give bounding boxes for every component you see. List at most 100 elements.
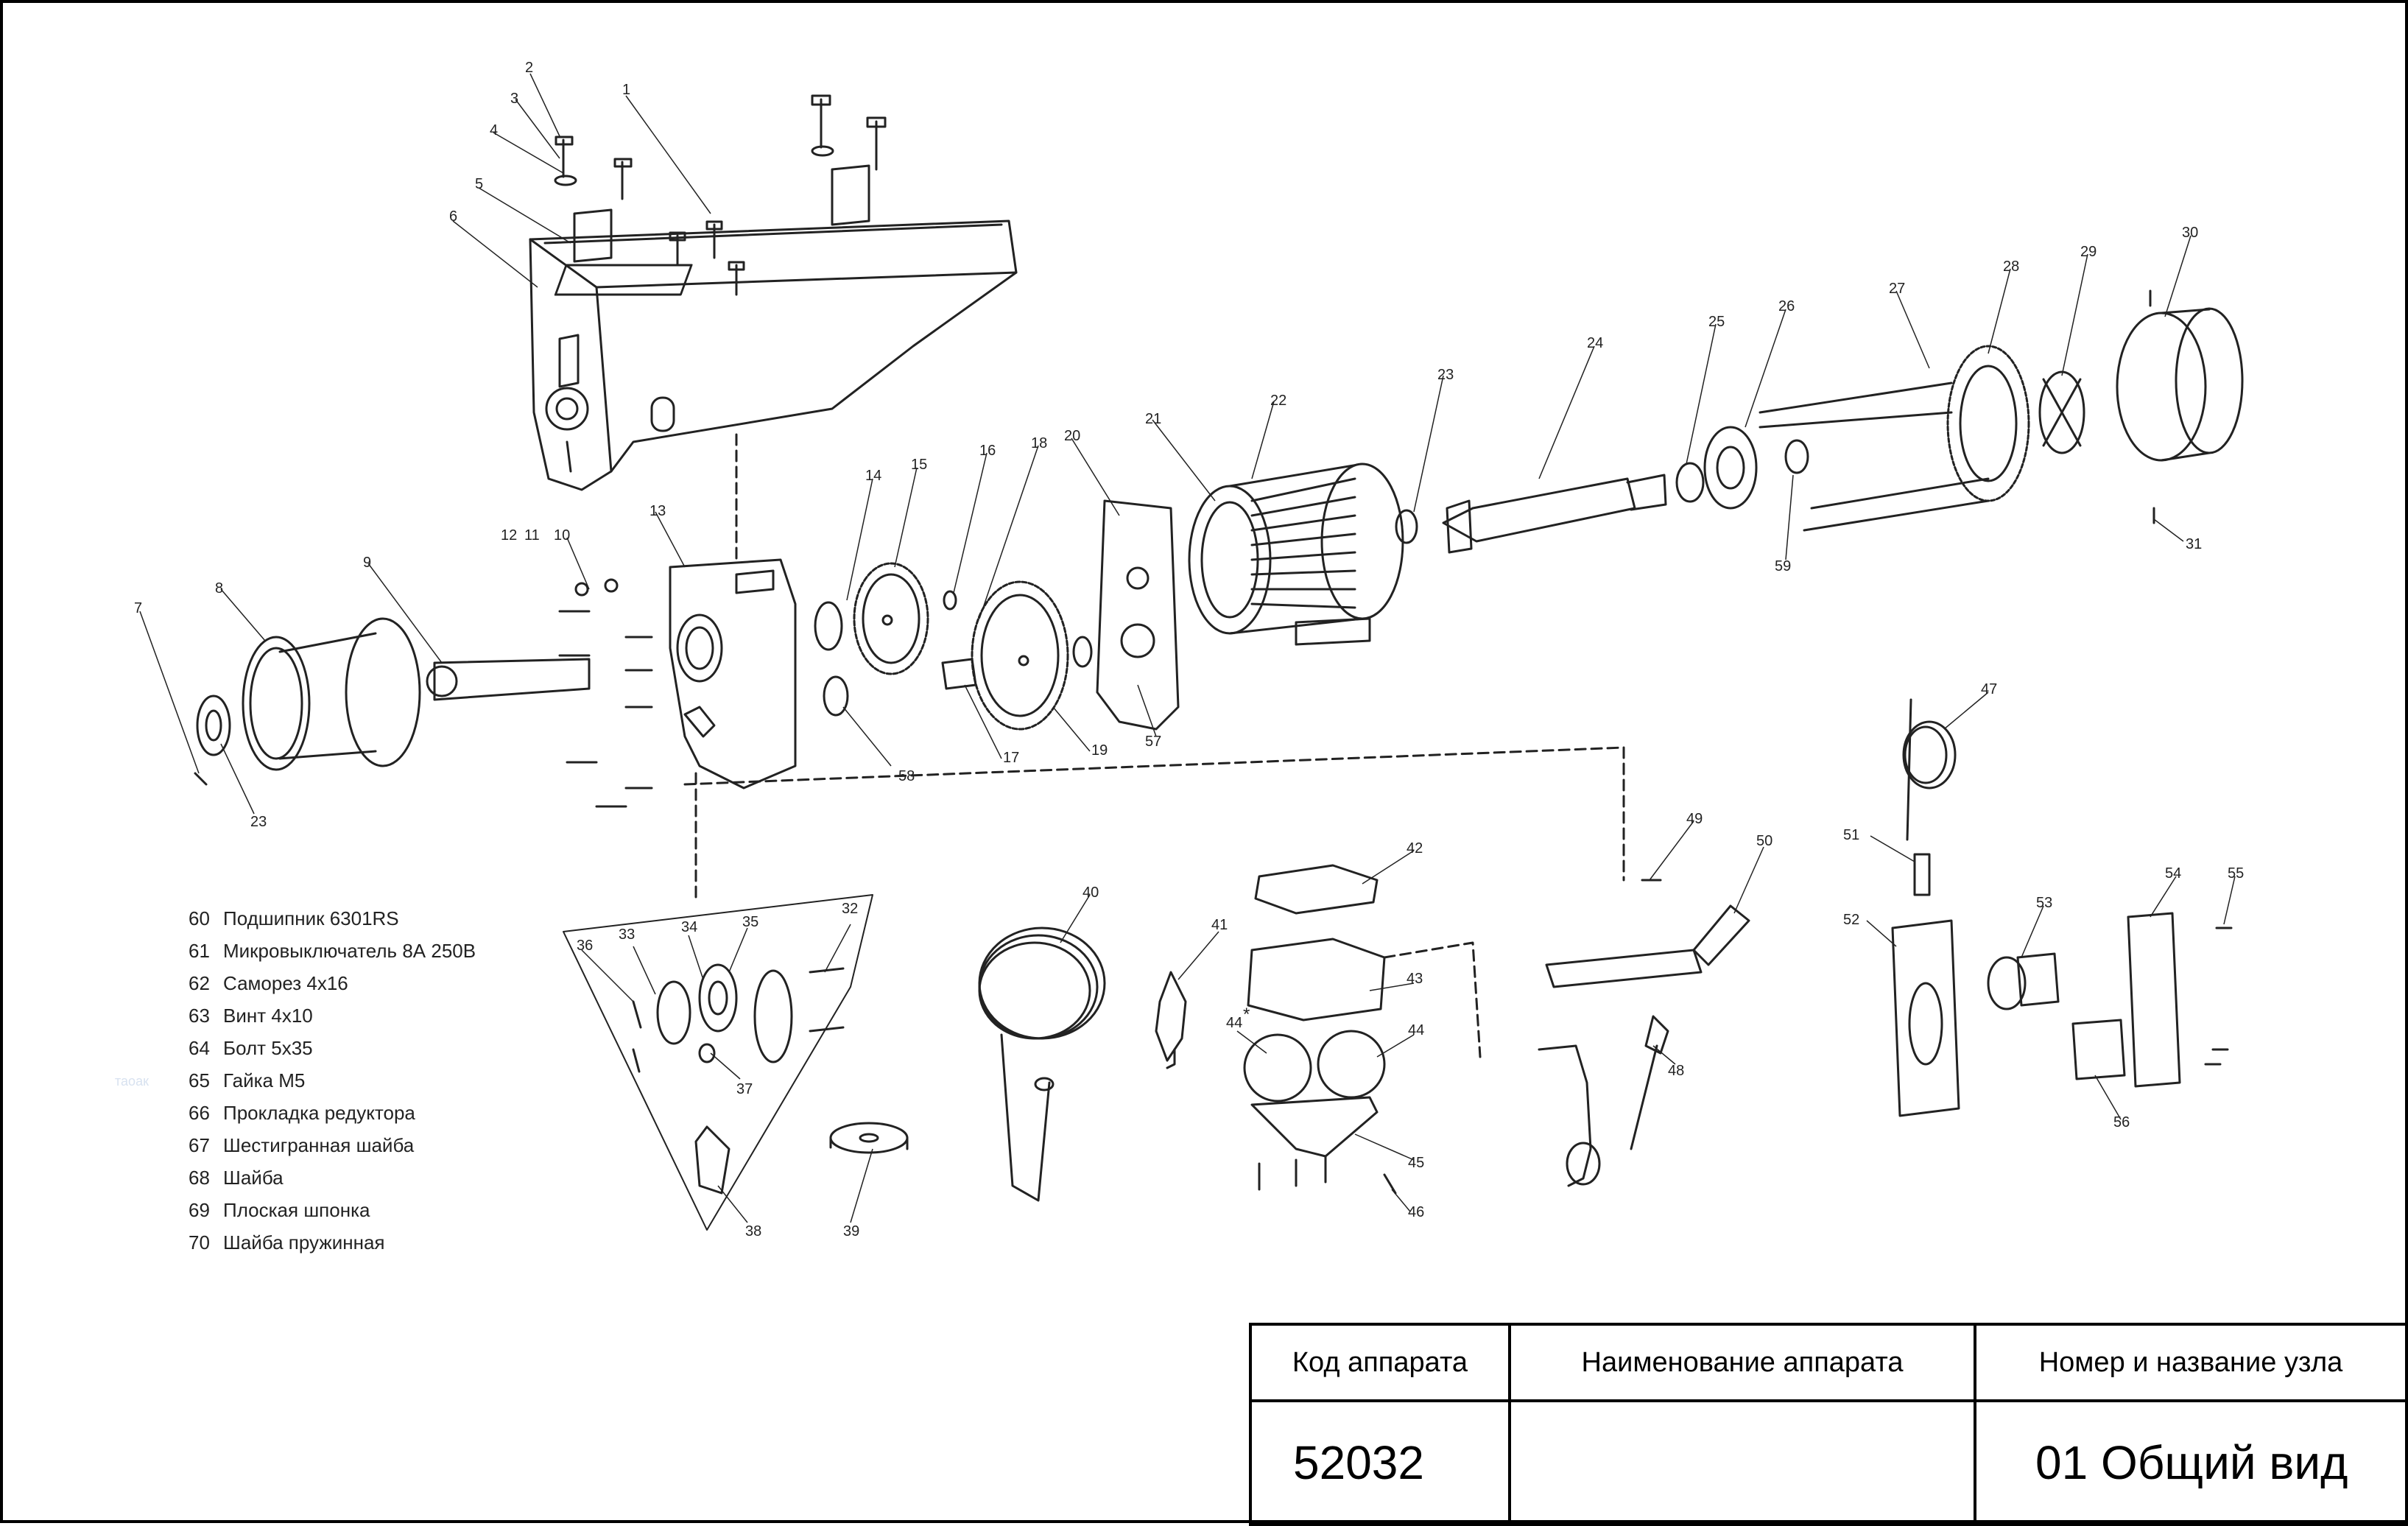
callout: 37: [736, 1081, 753, 1097]
callout: 48: [1668, 1063, 1684, 1079]
legend-text: Саморез 4х16: [223, 971, 348, 994]
callout: 25: [1708, 314, 1725, 330]
callout: 21: [1145, 411, 1161, 427]
legend-row: 62 Саморез 4х16: [189, 967, 476, 999]
callout: 24: [1587, 335, 1603, 351]
bracket-bolts: [554, 94, 887, 296]
callout: 3: [510, 91, 518, 107]
winch-drum: [194, 617, 591, 786]
callout: 29: [2080, 244, 2097, 260]
callout: 38: [745, 1223, 761, 1240]
coiled-cable: [978, 926, 1106, 1202]
callout: 23: [250, 814, 267, 830]
callout: 28: [2003, 259, 2019, 275]
callout: 17: [1003, 750, 1019, 766]
legend-number: 66: [189, 1101, 210, 1124]
callout: 9: [363, 555, 371, 571]
callout: 40: [1082, 885, 1099, 901]
callout: 12: [501, 527, 517, 544]
callout: 50: [1756, 833, 1772, 849]
node-header: Номер и название узла: [1974, 1323, 2408, 1402]
callout: 23: [1437, 367, 1454, 383]
callout: 46: [1408, 1204, 1424, 1220]
callout: 32: [842, 901, 858, 917]
callout: 58: [898, 768, 915, 784]
legend-text: Винт 4х10: [223, 1004, 313, 1027]
callout-numbers: 1 2 3 4 5 6 7 8 9 10 11 12 13 14 15 16 1…: [134, 60, 2244, 1240]
watermark-text: таоак: [115, 1074, 149, 1089]
legend-text: Плоская шпонка: [223, 1198, 370, 1221]
gearbox-screws: [558, 578, 653, 808]
legend-number: 61: [189, 939, 210, 962]
legend-number: 67: [189, 1133, 210, 1156]
legend-text: Шайба пружинная: [223, 1231, 385, 1254]
name-header: Наименование аппарата: [1508, 1323, 1976, 1402]
node-value: 01 Общий вид: [1974, 1399, 2408, 1526]
motor-stator: [1188, 463, 1404, 646]
legend-text: Микровыключатель 8А 250В: [223, 939, 476, 962]
title-block-value-row: 52032 01 Общий вид: [1249, 1399, 2408, 1526]
callout: 1: [622, 82, 630, 98]
callout: 55: [2228, 865, 2244, 882]
callout: 16: [979, 443, 996, 459]
callout: 44: [1408, 1022, 1424, 1038]
callout: 26: [1778, 298, 1795, 314]
legend-number: 70: [189, 1231, 210, 1254]
callout: 7: [134, 600, 142, 616]
callout: 4: [490, 122, 498, 138]
pulley-disc: [829, 1122, 909, 1154]
callout: 54: [2165, 865, 2181, 882]
callout: 13: [649, 503, 666, 519]
callout-leaders: [139, 73, 2236, 1223]
title-block-header-row: Код аппарата Наименование аппарата Номер…: [1249, 1323, 2408, 1402]
callout: 45: [1408, 1155, 1424, 1171]
legend-number: 68: [189, 1166, 210, 1189]
callout: 30: [2182, 225, 2198, 241]
callout: 22: [1270, 393, 1286, 409]
legend-number: 62: [189, 971, 210, 994]
callout: 8: [215, 580, 223, 597]
callout: 59: [1775, 558, 1791, 574]
motor-endcap: [1759, 289, 2244, 532]
callout: 43: [1407, 971, 1423, 987]
callout: 41: [1211, 917, 1228, 933]
callout: 31: [2186, 536, 2202, 552]
clutch-subassembly: [563, 894, 873, 1231]
callout: 47: [1981, 681, 1997, 697]
legend-text: Шайба: [223, 1166, 284, 1189]
callout: 5: [475, 176, 483, 192]
callout: 36: [577, 938, 593, 954]
legend-number: 69: [189, 1198, 210, 1221]
callout: 49: [1686, 811, 1703, 827]
callout: 39: [843, 1223, 859, 1240]
callout: 56: [2113, 1114, 2130, 1131]
legend-row: 61 Микровыключатель 8А 250В: [189, 935, 476, 967]
callout: 15: [911, 457, 927, 473]
gearbox-housing: [669, 558, 797, 790]
callout: 20: [1064, 428, 1080, 444]
remote-parts: [1987, 912, 2233, 1088]
pendant-control: [1891, 698, 1960, 1117]
hook: [1155, 971, 1187, 1069]
callout: 34: [681, 919, 697, 935]
legend-row: 63 Винт 4х10: [189, 999, 476, 1032]
legend-number: 65: [189, 1069, 210, 1091]
gear-train: [814, 499, 1180, 731]
callout: *: [1243, 1005, 1250, 1024]
legend-number: 60: [189, 907, 210, 929]
legend-number: 63: [189, 1004, 210, 1027]
legend-row: 68 Шайба: [189, 1161, 476, 1194]
callout: 11: [524, 527, 540, 544]
mounting-bracket: [529, 164, 1018, 491]
callout: 57: [1145, 734, 1161, 750]
callout: 2: [525, 60, 533, 76]
leader-dashed-switch: [683, 746, 1625, 882]
callout: 44: [1226, 1015, 1242, 1031]
legend-row: 70 Шайба пружинная: [189, 1226, 476, 1259]
